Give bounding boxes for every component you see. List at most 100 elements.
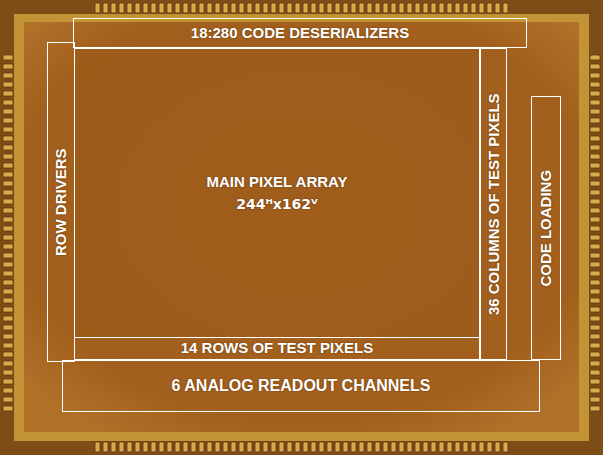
block-label: ROW DRIVERS (53, 148, 70, 256)
bond-pad (590, 154, 600, 159)
bond-pad (359, 442, 364, 452)
bond-pad (3, 73, 13, 78)
bond-pad (407, 3, 412, 13)
bond-pad (3, 100, 13, 105)
pixel-area (74, 48, 480, 338)
bond-pad (351, 442, 356, 452)
bond-pad (431, 3, 436, 13)
bond-pad (343, 442, 348, 452)
block-label: 6 ANALOG READOUT CHANNELS (172, 377, 431, 395)
bond-pad (3, 154, 13, 159)
bond-pad (3, 181, 13, 186)
bond-pad (3, 262, 13, 267)
bond-pad (3, 82, 13, 87)
bond-pad (375, 3, 380, 13)
bond-pad (103, 442, 108, 452)
bond-pad (311, 442, 316, 452)
block-label: 18:280 CODE DESERIALIZERS (191, 25, 409, 42)
bond-pad (327, 3, 332, 13)
bond-pad (3, 208, 13, 213)
bond-pad (303, 3, 308, 13)
bond-pad (3, 370, 13, 375)
bond-pad (431, 442, 436, 452)
block-label: MAIN PIXEL ARRAY (206, 174, 347, 191)
bond-pad (590, 172, 600, 177)
bond-pad (471, 442, 476, 452)
bond-pad (423, 3, 428, 13)
bond-pad (590, 307, 600, 312)
bond-pad (279, 442, 284, 452)
bond-pad (151, 3, 156, 13)
bond-pad (471, 3, 476, 13)
bond-pad (590, 217, 600, 222)
bond-pad (3, 199, 13, 204)
bond-pads (3, 3, 600, 452)
bond-pad (3, 307, 13, 312)
bond-pad (3, 190, 13, 195)
bond-pad (447, 3, 452, 13)
bond-pad (590, 163, 600, 168)
bond-pad (590, 91, 600, 96)
bond-pad (367, 442, 372, 452)
bond-pad (3, 217, 13, 222)
bond-pad (590, 298, 600, 303)
bond-pad (3, 316, 13, 321)
bond-pad (415, 3, 420, 13)
bond-pad (119, 3, 124, 13)
array-size: 244ᴴx162ⱽ (236, 197, 318, 212)
bond-pad (159, 442, 164, 452)
block-label: 36 COLUMNS OF TEST PIXELS (485, 93, 502, 315)
bond-pad (3, 118, 13, 123)
bond-pad (175, 442, 180, 452)
bond-pad (191, 442, 196, 452)
bond-pad (311, 3, 316, 13)
test-pixel-block: 36 COLUMNS OF TEST PIXELS (480, 48, 507, 360)
bond-pad (95, 442, 100, 452)
bond-pad (199, 3, 204, 13)
test-pixel-block: 14 ROWS OF TEST PIXELS (74, 337, 480, 360)
bond-pad (207, 442, 212, 452)
bond-pad (223, 3, 228, 13)
bond-pad (271, 442, 276, 452)
bond-pad (590, 244, 600, 249)
bond-pad (463, 442, 468, 452)
bond-pad (215, 442, 220, 452)
bond-pad (279, 3, 284, 13)
bond-pad (151, 442, 156, 452)
bond-pad (127, 3, 132, 13)
bond-pad (119, 442, 124, 452)
bond-pad (495, 3, 500, 13)
bond-pad (399, 442, 404, 452)
bond-pad (439, 3, 444, 13)
bond-pad (503, 442, 508, 452)
bond-pad (447, 442, 452, 452)
bond-pad (590, 361, 600, 366)
bond-pad (590, 118, 600, 123)
bond-pad (247, 3, 252, 13)
bond-pad (143, 3, 148, 13)
bond-pad (351, 3, 356, 13)
bond-pad (295, 442, 300, 452)
bond-pad (3, 289, 13, 294)
bond-pad (111, 442, 116, 452)
bond-pad (590, 190, 600, 195)
bond-pad (590, 271, 600, 276)
bond-pad (287, 442, 292, 452)
bond-pad (590, 181, 600, 186)
bond-pad (239, 442, 244, 452)
bond-pad (590, 226, 600, 231)
bond-pad (3, 127, 13, 132)
bond-pad (3, 406, 13, 411)
bond-pad (590, 325, 600, 330)
bond-pad (455, 3, 460, 13)
bond-pad (407, 442, 412, 452)
bond-pad (590, 316, 600, 321)
circuit-block: CODE LOADING (531, 96, 561, 360)
bond-pad (590, 55, 600, 60)
bond-pad (183, 442, 188, 452)
bond-pad (239, 3, 244, 13)
bond-pad (590, 127, 600, 132)
bond-pad (3, 136, 13, 141)
